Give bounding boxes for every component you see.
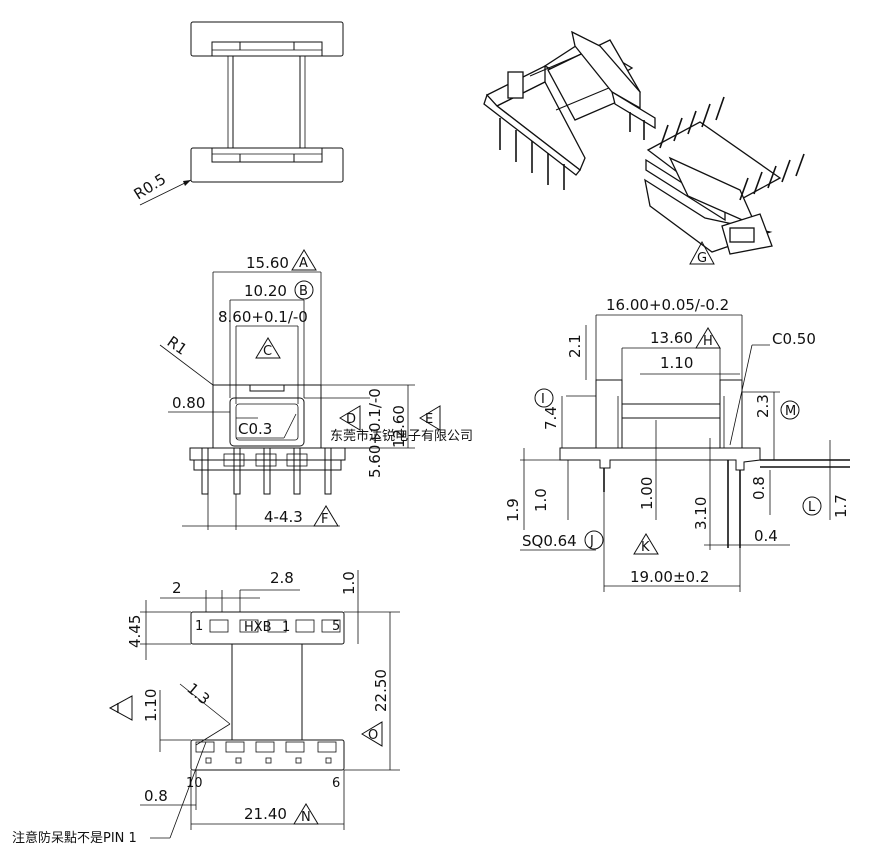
isometric-view-1	[483, 30, 656, 190]
isometric-view-2: G	[644, 96, 805, 266]
dim-2-1: 2.1	[566, 334, 584, 358]
tag-l: L	[808, 500, 816, 515]
marking-text: HXB	[244, 620, 272, 635]
watermark: 东莞市达锐电子有限公司	[330, 428, 473, 444]
dim-8-60: 8.60+0.1/-0	[218, 308, 308, 326]
dim-2-3: 2.3	[754, 394, 772, 418]
tag-i-bottom: I	[116, 702, 120, 717]
dim-13-60: 13.60	[650, 329, 693, 347]
tag-i: I	[541, 392, 545, 407]
tag-k: K	[641, 540, 650, 555]
dim-1-3: 1.3	[183, 679, 213, 708]
dim-1-10-bottom: 1.10	[142, 689, 160, 722]
dim-1-10: 1.10	[660, 354, 693, 372]
pin-10-label: 10	[186, 776, 203, 791]
dim-22-50: 22.50	[372, 669, 390, 712]
tag-j: J	[589, 534, 594, 549]
dim-15-60: 15.60	[246, 254, 289, 272]
marking-num: 1	[282, 620, 290, 635]
tag-e: E	[425, 412, 433, 427]
dim-1-9: 1.9	[504, 498, 522, 522]
tag-d: D	[346, 412, 356, 427]
dim-10-20: 10.20	[244, 282, 287, 300]
tag-c: C	[263, 344, 272, 359]
tag-b: B	[299, 284, 308, 299]
tag-h: H	[703, 334, 713, 349]
dim-0-8-bottom: 0.8	[144, 787, 168, 805]
pin-square: SQ0.64	[522, 532, 577, 550]
dim-19-00: 19.00±0.2	[630, 568, 709, 586]
dim-1-0: 1.0	[532, 488, 550, 512]
dim-3-10: 3.10	[692, 497, 710, 530]
tag-g: G	[697, 251, 707, 266]
dim-2: 2	[172, 579, 182, 597]
dim-21-40: 21.40	[244, 805, 287, 823]
tag-a: A	[299, 256, 308, 271]
dim-1-0-bottom: 1.0	[340, 571, 358, 595]
pin-5-label: 5	[332, 619, 340, 634]
tag-f: F	[321, 512, 328, 527]
dim-0-8-side: 0.8	[750, 476, 768, 500]
tag-o: O	[368, 728, 378, 743]
dim-2-8: 2.8	[270, 569, 294, 587]
dim-1-00: 1.00	[638, 477, 656, 510]
dim-12-60: 12.60	[390, 405, 408, 448]
pin-note: 注意防呆點不是PIN 1	[12, 830, 137, 846]
front-pins	[201, 447, 332, 495]
pin-1-label: 1	[195, 619, 203, 634]
dim-4-4-3: 4-4.3	[264, 508, 303, 526]
dim-0-4: 0.4	[754, 527, 778, 545]
top-radius-label: R0.5	[131, 170, 170, 203]
pin-6-label: 6	[332, 776, 340, 791]
front-radius-label: R1	[164, 333, 191, 359]
top-view: R0.5	[131, 21, 344, 206]
chamfer-c0-3: C0.3	[238, 420, 272, 438]
bottom-view: 1 HXB 1 5 10 6 2 2.8 1.0 4.45 22.50 O 1.…	[12, 569, 400, 846]
side-view: 16.00+0.05/-0.2 13.60 H C0.50 1.10 2.1 7…	[504, 296, 850, 592]
dim-4-45: 4.45	[126, 615, 144, 648]
chamfer-c0-50: C0.50	[772, 330, 816, 348]
tag-m: M	[785, 404, 796, 419]
dim-7-4: 7.4	[542, 406, 560, 430]
tag-n: N	[301, 810, 311, 825]
dim-16-00: 16.00+0.05/-0.2	[606, 296, 729, 314]
dim-0-80: 0.80	[172, 394, 205, 412]
dim-1-7: 1.7	[832, 494, 850, 518]
front-view: 15.60 A 10.20 B 8.60+0.1/-0 C R1 0.80 C0…	[159, 249, 441, 530]
dim-5-60: 5.60+0.1/-0	[366, 388, 384, 478]
